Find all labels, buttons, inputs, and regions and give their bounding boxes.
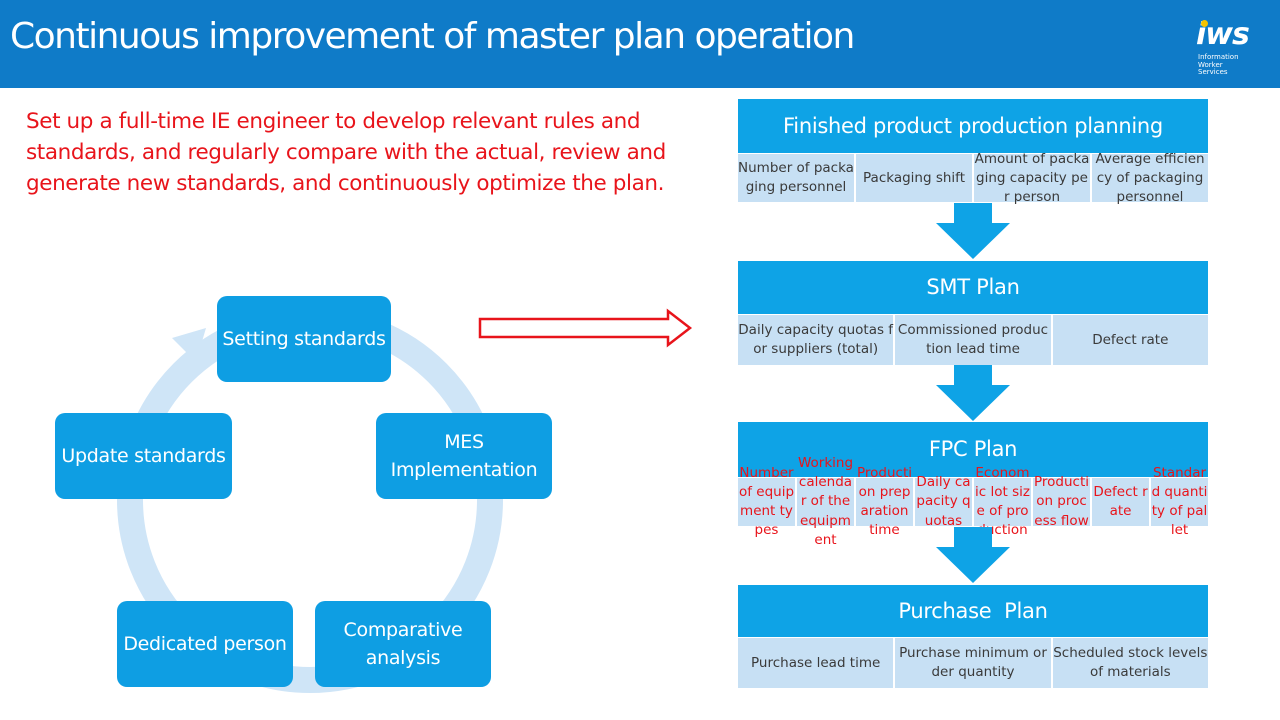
plan-item: Defect rate <box>1092 478 1149 526</box>
plan-item: Standard quantity of pallet <box>1151 465 1208 538</box>
down-arrow-icon <box>936 527 1010 583</box>
plan-item: Working calendar of the equipment <box>797 455 854 548</box>
logo-dot-icon <box>1201 20 1208 27</box>
down-arrow-icon <box>936 365 1010 421</box>
plan-item: Scheduled stock levels of materials <box>1052 638 1208 688</box>
purchase-plan-items: Purchase lead time Purchase minimum orde… <box>738 638 1208 688</box>
plan-item: Defect rate <box>1052 315 1208 365</box>
logo-line: Services <box>1198 68 1228 76</box>
smt-plan-header: SMT Plan <box>738 261 1208 314</box>
logo-line: Information <box>1198 53 1239 61</box>
title-bar: Continuous improvement of master plan op… <box>0 0 1280 88</box>
slide-title: Continuous improvement of master plan op… <box>10 16 855 57</box>
finished-plan-items: Number of packaging personnel Packaging … <box>738 150 1208 205</box>
cycle-arrow-icon <box>172 328 206 362</box>
plan-item: Production process flow <box>1033 474 1090 529</box>
node-setting-standards: Setting standards <box>217 296 391 382</box>
purchase-plan-header: Purchase Plan <box>738 585 1208 637</box>
plan-item: Packaging shift <box>856 154 972 202</box>
fpc-plan-items: Number of equipment types Working calend… <box>738 455 1208 548</box>
intro-text: Set up a full-time IE engineer to develo… <box>26 109 666 196</box>
fpc-plan-header: FPC Plan <box>738 422 1208 477</box>
plan-item: Daily capacity quotas for suppliers (tot… <box>738 315 894 365</box>
node-update-standards: Update standards <box>55 413 232 499</box>
plan-item: Daily capacity quotas <box>915 474 972 529</box>
node-comparative-analysis: Comparative analysis <box>315 601 491 687</box>
node-mes-implementation: MES Implementation <box>376 413 552 499</box>
iws-logo: iws Information Worker Services <box>1196 18 1262 78</box>
plan-item: Production preparation time <box>856 465 913 538</box>
plan-item: Amount of packaging capacity per person <box>974 150 1090 205</box>
down-arrow-icon <box>936 203 1010 259</box>
plan-item: Number of packaging personnel <box>738 154 854 202</box>
plan-item: Average efficiency of packaging personne… <box>1092 151 1208 205</box>
plan-item: Number of equipment types <box>738 465 795 538</box>
smt-plan-items: Daily capacity quotas for suppliers (tot… <box>738 315 1208 365</box>
plan-item: Commissioned production lead time <box>895 315 1051 365</box>
node-dedicated-person: Dedicated person <box>117 601 293 687</box>
plan-item: Purchase lead time <box>738 638 894 688</box>
logo-text: Information Worker Services <box>1198 53 1239 77</box>
logo-line: Worker <box>1198 60 1223 69</box>
plan-item: Economic lot size of production <box>974 465 1031 538</box>
plan-item: Purchase minimum order quantity <box>895 638 1051 688</box>
right-arrow-icon <box>478 308 693 348</box>
finished-plan-header: Finished product production planning <box>738 99 1208 153</box>
